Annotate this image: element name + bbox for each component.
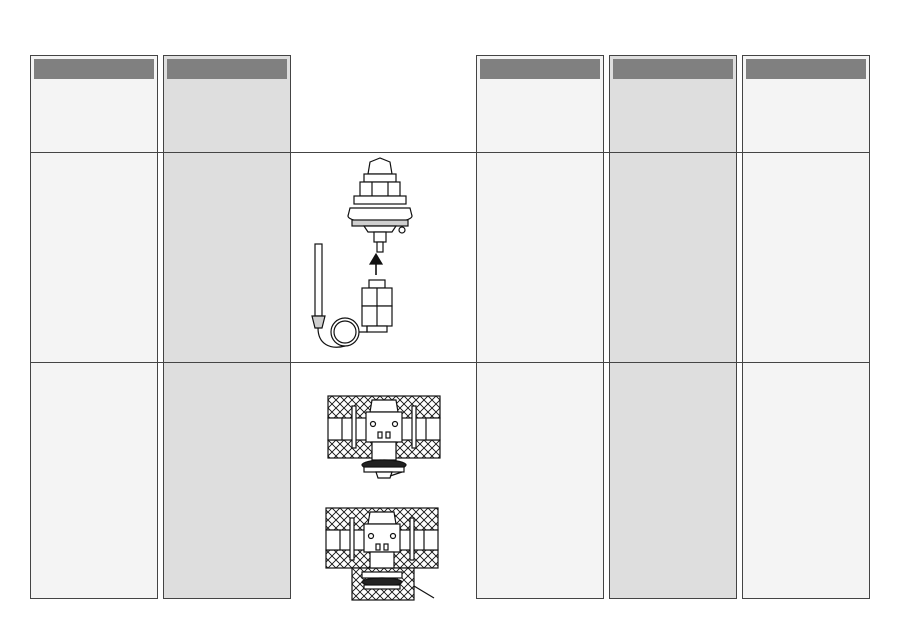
column-2 [163,55,291,599]
column-1 [30,55,158,599]
valve-insulation-illustration-top [327,395,441,479]
column-5-header [613,59,733,79]
column-2-header [167,59,287,79]
column-5 [609,55,737,599]
column-1-header [34,59,154,79]
column-6 [742,55,870,599]
column-6-header [746,59,866,79]
actuator-mounting-illustration [311,157,413,348]
valve-insulation-illustration-bottom [325,507,439,601]
row-divider-1 [30,152,870,153]
row-divider-2 [30,362,870,363]
column-4 [476,55,604,599]
column-4-header [480,59,600,79]
